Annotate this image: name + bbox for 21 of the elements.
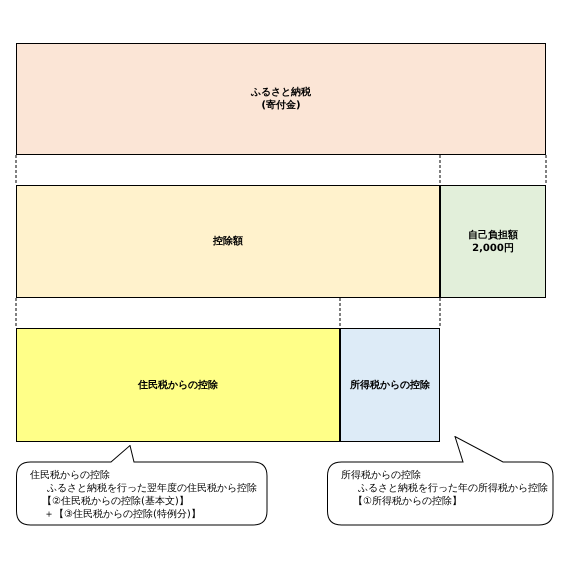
amount-block xyxy=(16,328,340,442)
block-label: 所得税からの控除 xyxy=(340,469,422,482)
block-label: 所得税からの控除 xyxy=(350,378,430,392)
callout-text: ふるさと納税を行った翌年度の住民税から控除 xyxy=(46,482,258,495)
callout-text: ふるさと納税を行った年の所得税から控除 xyxy=(357,482,549,495)
amount-block xyxy=(340,328,440,442)
amount-block xyxy=(16,43,546,155)
block-sublabel: 2,000円 xyxy=(472,242,514,254)
callout-text: 【②住民税からの控除(基本文)】 xyxy=(41,495,190,508)
amount-block xyxy=(16,185,440,298)
block-label: ふるさと納税 xyxy=(251,86,311,99)
amount-block xyxy=(440,185,546,298)
block-label: 自己負担額 xyxy=(468,228,518,242)
block-sublabel: (寄付金) xyxy=(261,99,301,112)
callout-bubble xyxy=(16,445,268,526)
block-label: 控除額 xyxy=(213,235,243,248)
callout-text: 【①所得税からの控除】 xyxy=(352,495,463,508)
callout-bubble xyxy=(327,436,554,526)
block-label: 住民税からの控除 xyxy=(29,469,111,482)
callout-text: ＋【③住民税からの控除(特例分)】 xyxy=(43,508,202,521)
block-label: 住民税からの控除 xyxy=(138,378,218,392)
